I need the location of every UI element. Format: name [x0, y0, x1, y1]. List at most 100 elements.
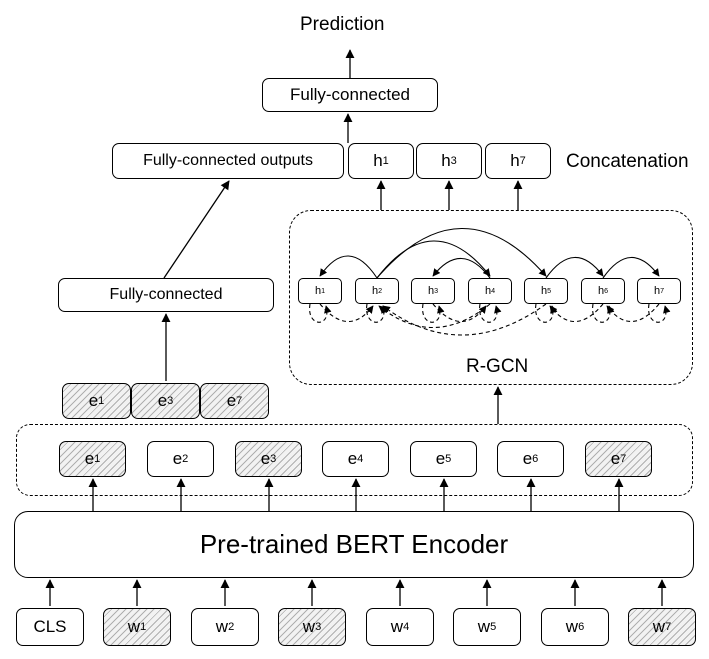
bert-encoder-box: Pre-trained BERT Encoder: [14, 511, 694, 578]
top-fully-connected-box: Fully-connected: [262, 78, 438, 112]
rgcn-self-loop-6: [592, 303, 615, 323]
rgcn-edge-h2-h1: [319, 255, 378, 279]
entity-container: [16, 424, 693, 496]
rgcn-edge-h4-h3: [432, 257, 491, 279]
rgcn-node-5-text: h: [540, 285, 548, 297]
entity-box-5-text: e: [435, 449, 446, 468]
concat-h-box-7-text: h: [510, 151, 520, 170]
entity-box-4-text: e: [347, 449, 358, 468]
token-box-w1-text: w: [127, 617, 141, 636]
rgcn-node-4-subscript: 4: [491, 287, 496, 295]
token-box-w6-text: w: [565, 617, 579, 636]
rgcn-edge-h5-h6: [545, 256, 604, 279]
rgcn-container: [289, 210, 693, 385]
prediction-label: Prediction: [300, 14, 385, 35]
rgcn-node-6-subscript: 6: [604, 287, 609, 295]
token-box-cls: CLS: [16, 608, 84, 646]
token-box-w2-text: w: [215, 617, 229, 636]
rgcn-self-loop-7: [648, 303, 671, 323]
rgcn-edge-h6-h7: [602, 256, 660, 279]
entity-box-5-subscript: 5: [445, 453, 452, 465]
entity-box-1-subscript: 1: [94, 453, 101, 465]
rgcn-rev-h4-h2: [378, 303, 491, 329]
token-box-w6-subscript: 6: [578, 621, 585, 633]
selected-entity-1-text: e: [88, 391, 99, 410]
token-box-w4-subscript: 4: [403, 621, 410, 633]
rgcn-node-1-text: h: [314, 285, 322, 297]
rgcn-node-3-subscript: 3: [434, 287, 439, 295]
token-box-cls-text: CLS: [33, 617, 67, 636]
rgcn-label: R-GCN: [466, 356, 529, 377]
rgcn-self-loop-3: [422, 303, 445, 323]
entity-box-2-subscript: 2: [182, 453, 189, 465]
concatenation-label: Concatenation: [566, 151, 689, 172]
token-box-w7-text: w: [652, 617, 666, 636]
concat-h-box-1-text: h: [373, 151, 383, 170]
entity-box-3-text: e: [260, 449, 271, 468]
rgcn-self-loop-4: [479, 303, 502, 323]
selected-entity-7-subscript: 7: [236, 395, 243, 407]
entity-box-7-subscript: 7: [620, 453, 627, 465]
rgcn-self-loop-2: [366, 303, 389, 323]
concat-h-box-3-subscript: 3: [450, 155, 457, 167]
token-box-w3-subscript: 3: [315, 621, 322, 633]
entity-box-1-text: e: [84, 449, 95, 468]
token-box-w5-text: w: [477, 617, 491, 636]
entity-box-6-subscript: 6: [532, 453, 539, 465]
entity-box-7-text: e: [610, 449, 621, 468]
entity-box-2-text: e: [172, 449, 183, 468]
fc-outputs-box: Fully-connected outputs: [112, 143, 344, 179]
selected-entity-1-subscript: 1: [98, 395, 105, 407]
rgcn-self-loop-5: [535, 303, 558, 323]
rgcn-node-2-subscript: 2: [378, 287, 383, 295]
selected-entity-3-subscript: 3: [167, 395, 174, 407]
token-box-w7-subscript: 7: [665, 621, 672, 633]
token-box-w4-text: w: [390, 617, 404, 636]
entity-box-4-subscript: 4: [357, 453, 364, 465]
rgcn-node-7-text: h: [653, 285, 661, 297]
rgcn-node-2-text: h: [371, 285, 379, 297]
rgcn-node-4-text: h: [484, 285, 492, 297]
rgcn-rev-h5-h2: [382, 303, 547, 336]
rgcn-node-7-subscript: 7: [660, 287, 665, 295]
token-box-w3-text: w: [302, 617, 316, 636]
left-fully-connected-box: Fully-connected: [58, 278, 274, 312]
token-box-w5-subscript: 5: [490, 621, 497, 633]
selected-entity-7-text: e: [226, 391, 237, 410]
rgcn-node-1-subscript: 1: [321, 287, 326, 295]
rgcn-self-loop-1: [309, 303, 332, 323]
token-box-w2-subscript: 2: [228, 621, 235, 633]
rgcn-node-5-subscript: 5: [547, 287, 552, 295]
entity-box-6-text: e: [522, 449, 533, 468]
rgcn-node-6-text: h: [597, 285, 605, 297]
selected-entity-3-text: e: [157, 391, 168, 410]
rgcn-node-3-text: h: [427, 285, 435, 297]
